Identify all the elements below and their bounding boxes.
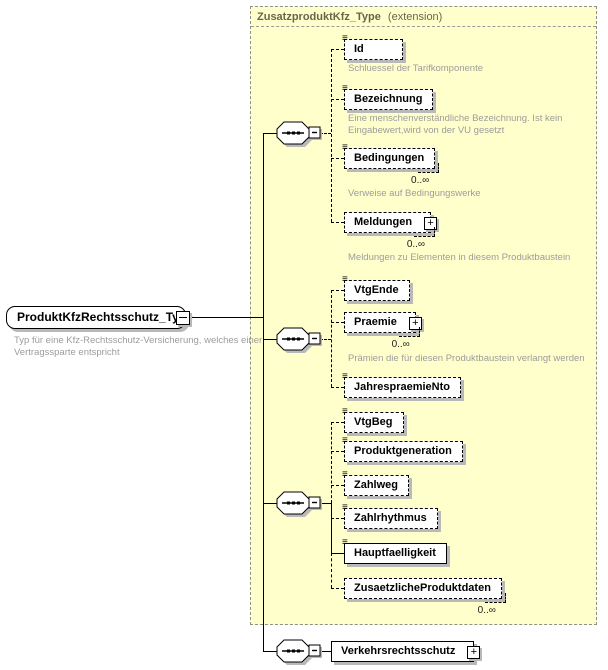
element-vtgbeg[interactable]: ≡ VtgBeg	[342, 407, 404, 433]
connector-line	[331, 49, 332, 222]
element-label: Verkehrsrechtsschutz	[341, 645, 456, 657]
connector-line	[331, 290, 332, 387]
simple-content-icon: ≡	[342, 502, 348, 513]
element-label: VtgEnde	[354, 284, 399, 296]
connector-line	[189, 317, 263, 318]
connector-line	[331, 518, 344, 519]
connector-line	[263, 651, 277, 652]
element-annotation: Prämien die für diesen Produktbaustein v…	[348, 353, 585, 364]
connector-line	[320, 651, 331, 652]
connector-line	[331, 422, 332, 503]
simple-content-icon: ≡	[342, 537, 348, 548]
connector-line	[331, 49, 344, 50]
expand-icon[interactable]: +	[467, 646, 481, 659]
connector-line	[320, 503, 331, 504]
element-jahrespraemiento[interactable]: ≡ JahrespraemieNto	[342, 372, 461, 398]
connector-line	[263, 133, 277, 134]
element-label: Zahlrhythmus	[354, 512, 427, 524]
simple-content-icon: ≡	[342, 33, 348, 44]
occurrence-label: 0..∞	[411, 175, 430, 186]
connector-line	[331, 222, 344, 223]
element-vtgende[interactable]: ≡ VtgEnde	[342, 275, 410, 301]
simple-content-icon: ≡	[342, 274, 348, 285]
element-meldungen[interactable]: Meldungen + 0..∞	[344, 212, 438, 250]
element-label: Zahlweg	[354, 479, 399, 491]
element-annotation: Eine menschenverständliche Bezeichnung. …	[348, 113, 563, 136]
element-label: Bezeichnung	[354, 93, 423, 105]
sequence-compositor-icon[interactable]	[276, 491, 324, 519]
connector-line	[331, 553, 344, 554]
connector-line	[331, 322, 344, 323]
sequence-compositor-icon[interactable]	[276, 327, 324, 355]
connector-line	[331, 422, 344, 423]
simple-content-icon: ≡	[342, 142, 348, 153]
connector-line	[331, 553, 332, 588]
simple-content-icon: ≡	[342, 435, 348, 446]
element-annotation: Verweise auf Bedingungswerke	[348, 188, 481, 199]
element-label: Id	[354, 43, 364, 55]
element-label: Hauptfaelligkeit	[354, 547, 436, 559]
element-bezeichnung[interactable]: ≡ Bezeichnung	[342, 84, 434, 110]
element-praemie[interactable]: Praemie + 0..∞	[344, 312, 422, 350]
element-produktgeneration[interactable]: ≡ Produktgeneration	[342, 436, 463, 462]
element-label: VtgBeg	[354, 416, 393, 428]
connector-line	[263, 503, 277, 504]
element-id[interactable]: ≡ Id	[342, 34, 403, 60]
root-annotation: Typ für eine Kfz-Rechtsschutz-Versicheru…	[14, 335, 263, 358]
element-bedingungen[interactable]: ≡ Bedingungen 0..∞	[342, 143, 440, 186]
occurrence-label: 0..∞	[391, 339, 410, 350]
element-zusaetzlicheproduktdaten[interactable]: ZusaetzlicheProduktdaten 0..∞	[344, 578, 506, 616]
extension-title: ZusatzproduktKfz_Type (extension)	[251, 7, 596, 27]
expand-icon[interactable]: +	[408, 317, 422, 330]
connector-line	[331, 387, 344, 388]
extension-suffix: (extension)	[387, 11, 443, 23]
connector-line	[331, 99, 344, 100]
connector-line	[263, 133, 264, 651]
simple-content-icon: ≡	[342, 469, 348, 480]
simple-content-icon: ≡	[342, 406, 348, 417]
element-label: JahrespraemieNto	[354, 381, 450, 393]
connector-line	[320, 339, 331, 340]
connector-line	[331, 158, 344, 159]
element-label: Produktgeneration	[354, 445, 452, 457]
simple-content-icon: ≡	[342, 83, 348, 94]
element-label: Meldungen	[354, 216, 413, 228]
element-zahlweg[interactable]: ≡ Zahlweg	[342, 470, 410, 496]
connector-line	[331, 451, 344, 452]
occurrence-label: 0..∞	[477, 605, 496, 616]
simple-content-icon: ≡	[342, 371, 348, 382]
collapse-icon[interactable]	[176, 311, 190, 325]
element-zahlrhythmus[interactable]: ≡ Zahlrhythmus	[342, 503, 438, 529]
connector-line	[320, 133, 331, 134]
element-annotation: Meldungen zu Elementen in diesem Produkt…	[348, 252, 571, 263]
element-label: Bedingungen	[354, 152, 425, 164]
connector-line	[331, 485, 344, 486]
root-type-label: ProduktKfzRechtsschutz_Type	[17, 310, 193, 324]
element-label: Praemie	[354, 316, 397, 328]
element-annotation: Schluessel der Tarifkomponente	[348, 63, 484, 74]
element-verkehrsrechtsschutz[interactable]: Verkehrsrechtsschutz +	[331, 641, 481, 662]
sequence-compositor-icon[interactable]	[276, 121, 324, 149]
occurrence-label: 0..∞	[406, 239, 426, 250]
connector-line	[263, 339, 277, 340]
expand-icon[interactable]: +	[424, 217, 438, 230]
sequence-compositor-icon[interactable]	[276, 639, 324, 667]
connector-line	[331, 588, 344, 589]
connector-line	[331, 503, 332, 553]
extension-type-name: ZusatzproduktKfz_Type	[257, 11, 381, 23]
element-hauptfaelligkeit[interactable]: ≡ Hauptfaelligkeit	[342, 538, 447, 564]
element-label: ZusaetzlicheProduktdaten	[354, 582, 491, 594]
root-type-box[interactable]: ProduktKfzRechtsschutz_Type	[6, 306, 193, 329]
connector-line	[331, 290, 344, 291]
